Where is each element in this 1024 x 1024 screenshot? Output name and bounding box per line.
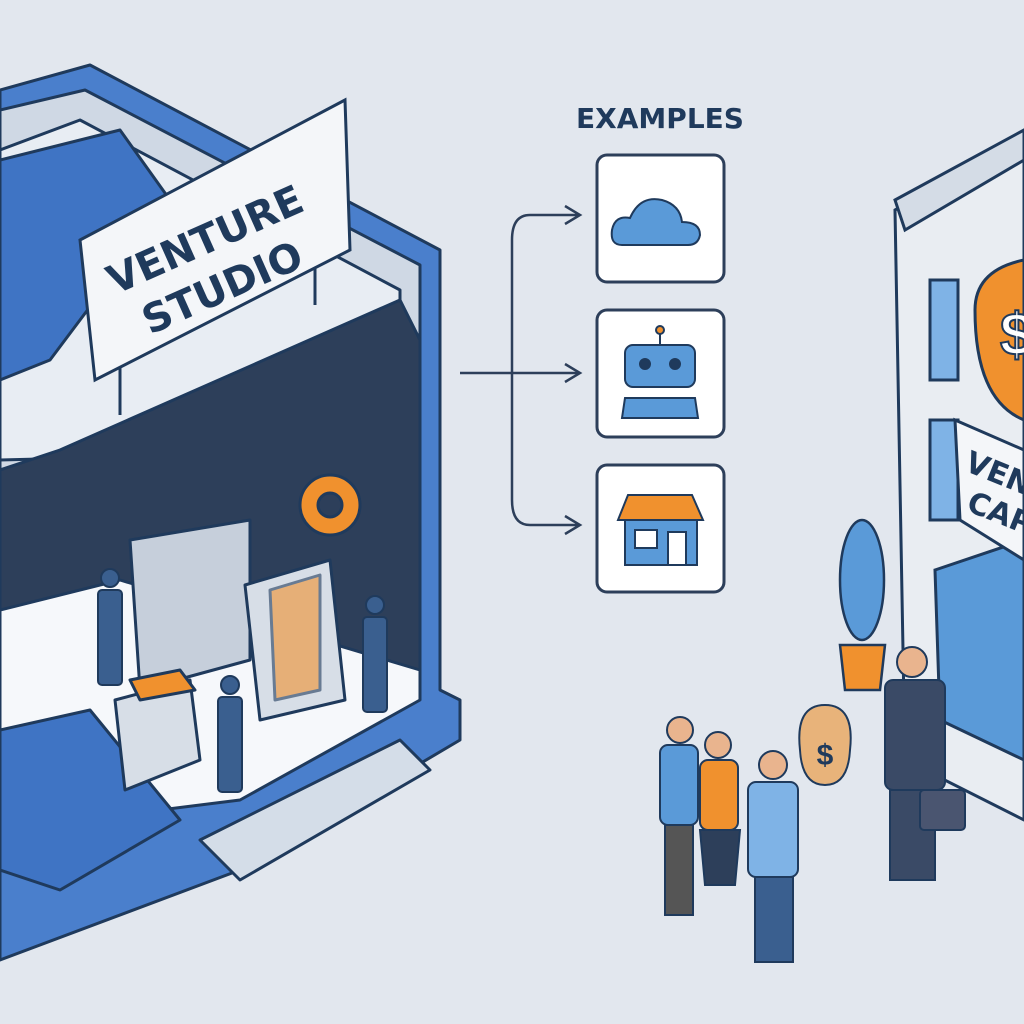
potted-tree [838,518,887,692]
venture-capital-sign[interactable]: VENT CAP [953,417,1024,562]
blueprint-floor [0,708,182,892]
investor: $ [798,646,966,881]
cloud-icon [610,198,702,246]
storefront-icon [616,494,705,566]
example-cloud-card[interactable] [595,153,726,284]
dollar-sign-icon: $ [1000,301,1024,368]
examples-heading: EXAMPLES [576,102,744,135]
briefcase-icon [919,789,966,831]
steps [198,738,432,882]
studio-workers [97,568,388,793]
example-store-card[interactable] [595,463,726,594]
tower-block [128,518,252,692]
svg-text:$: $ [817,739,834,772]
example-robot-card[interactable] [595,308,726,439]
branch-arrows [460,204,583,536]
founders-group [659,716,799,963]
money-bag-icon [798,703,852,787]
robot-icon [620,325,700,419]
